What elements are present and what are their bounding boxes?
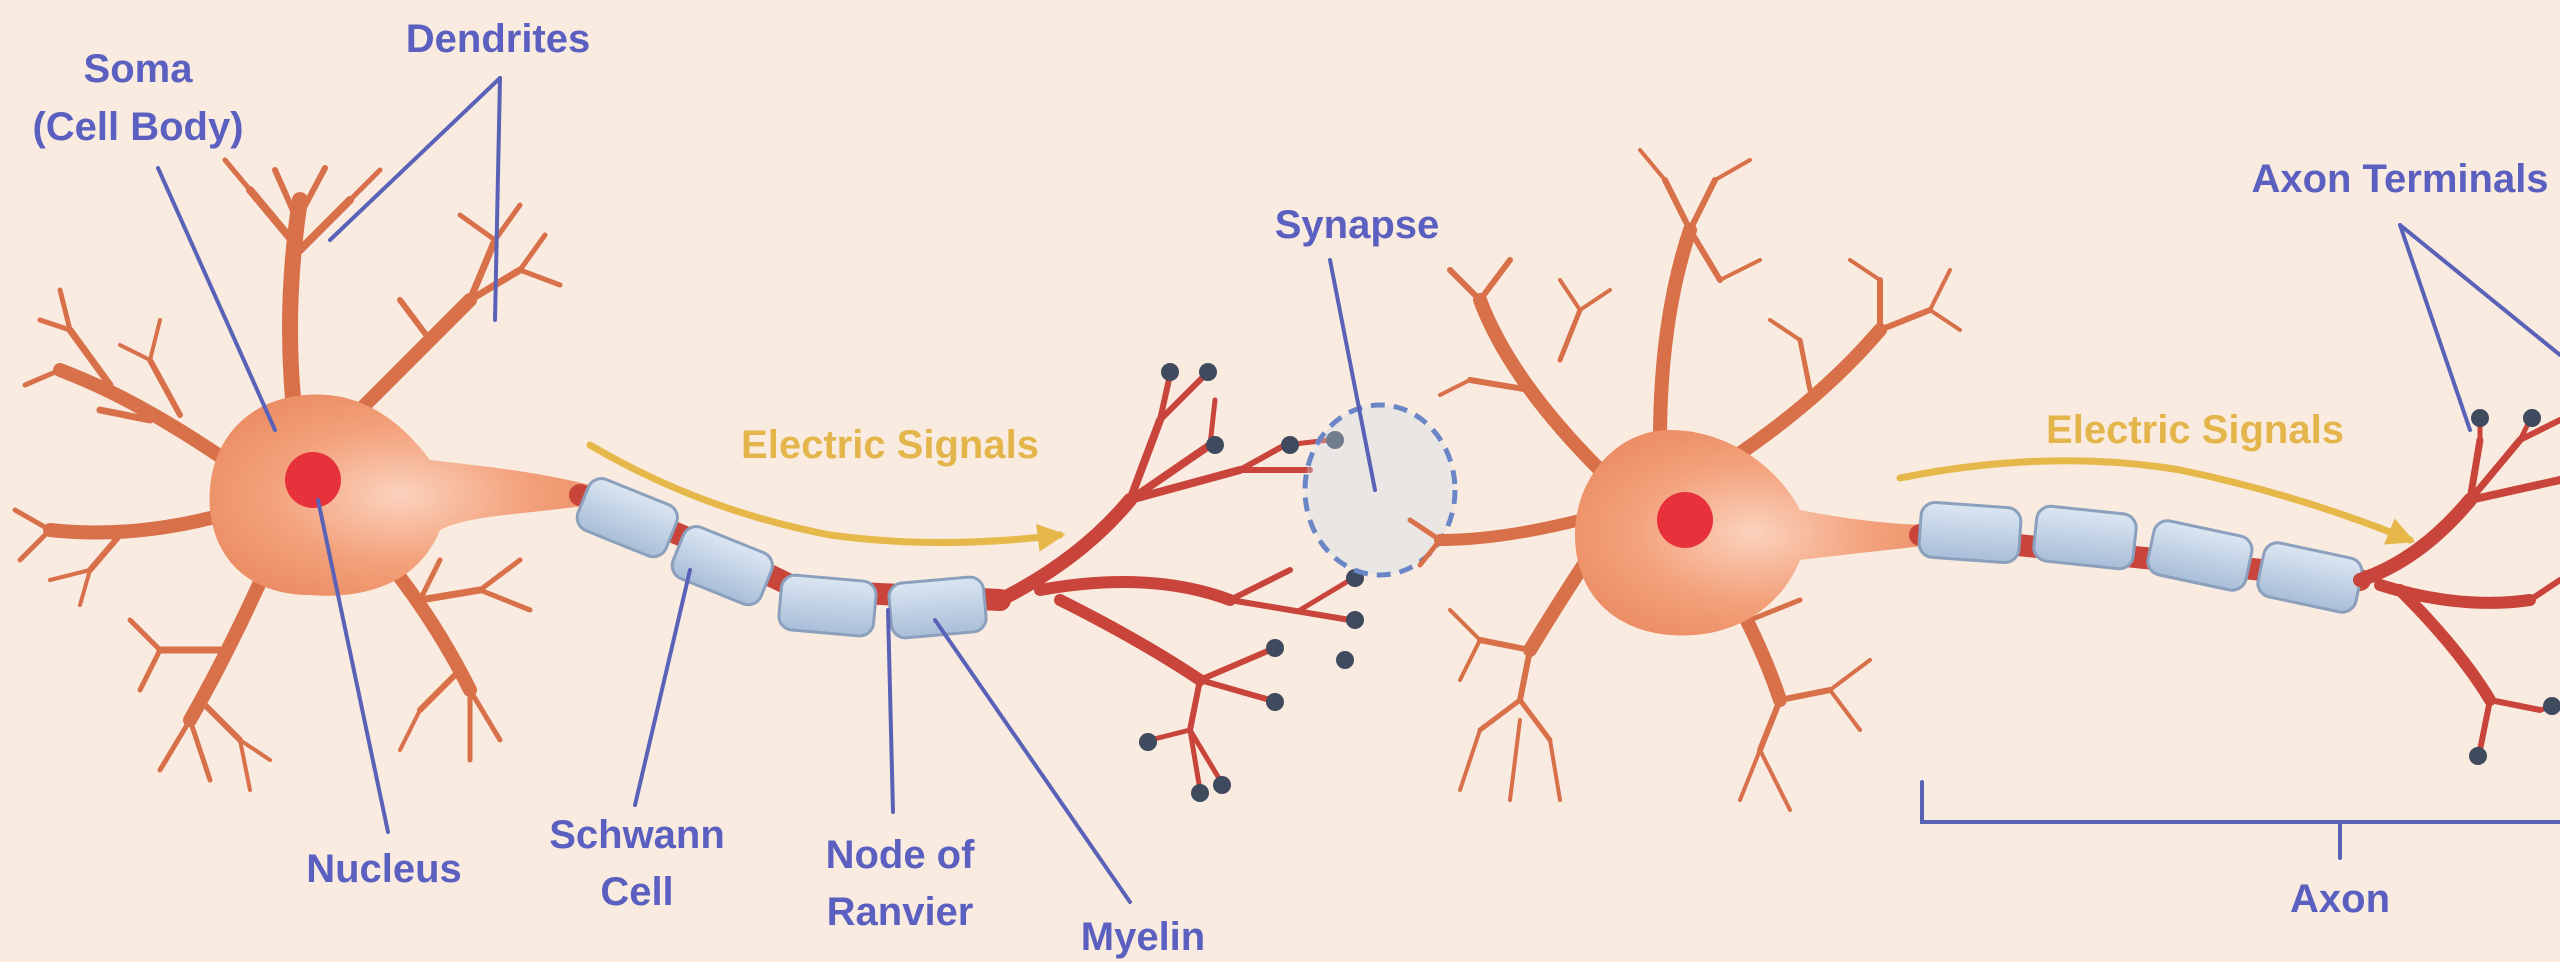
label-schwann-line2: Cell [600, 870, 673, 914]
axon-terminals-2 [2360, 420, 2560, 750]
label-myelin: Myelin [1081, 915, 1205, 959]
neuron-2-nucleus [1657, 492, 1713, 548]
schwann-leader [635, 570, 690, 805]
dendrites-leader-left [330, 78, 500, 240]
soma-leader [158, 168, 275, 430]
label-axon: Axon [2290, 877, 2390, 921]
label-dendrites: Dendrites [406, 17, 591, 61]
label-node-line1: Node of [826, 833, 976, 877]
node-leader [888, 610, 893, 812]
neuron-1 [15, 160, 590, 790]
label-soma-line2: (Cell Body) [32, 105, 243, 149]
label-soma-line1: Soma [84, 47, 194, 91]
label-schwann-line1: Schwann [549, 813, 725, 857]
neuron-2 [1410, 150, 1960, 810]
axon-terminals-1 [1000, 375, 1350, 790]
label-nucleus: Nucleus [306, 847, 462, 891]
neuron-1-soma [210, 394, 590, 595]
label-electric-signals-2: Electric Signals [2046, 408, 2344, 452]
label-node-line2: Ranvier [827, 890, 974, 934]
label-axon-terminals: Axon Terminals [2251, 157, 2548, 201]
label-synapse: Synapse [1275, 203, 1440, 247]
axon-bracket [1922, 782, 2560, 822]
neuron-1-nucleus [285, 452, 341, 508]
neuron-2-soma [1575, 430, 1930, 636]
label-electric-signals-1: Electric Signals [741, 423, 1039, 467]
myelin-sheath-1 [573, 474, 987, 639]
